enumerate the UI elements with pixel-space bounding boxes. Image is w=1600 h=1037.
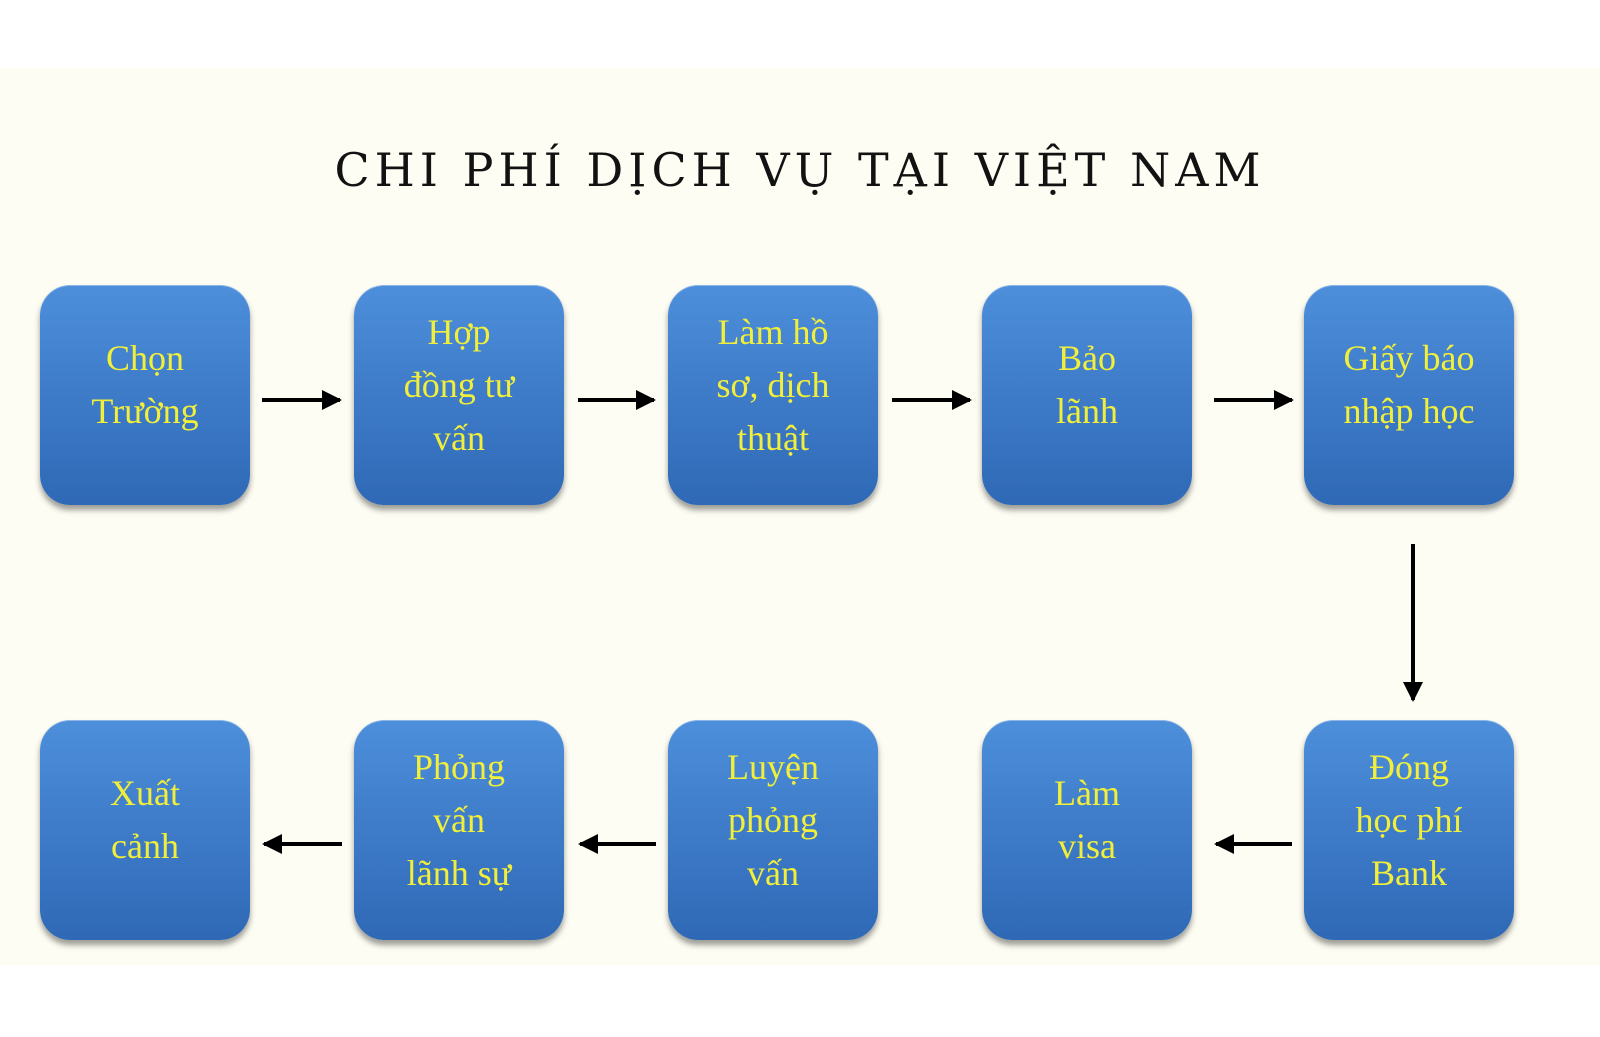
step-label: Làm hồ sơ, dịch thuật bbox=[716, 311, 830, 458]
step-consulate-interview: Phỏng vấn lãnh sự bbox=[354, 720, 564, 940]
step-label: Bảo lãnh bbox=[1056, 338, 1118, 431]
step-apply-visa: Làm visa bbox=[982, 720, 1192, 940]
step-interview-practice: Luyện phỏng vấn bbox=[668, 720, 878, 940]
step-consulting-contract: Hợp đồng tư vấn bbox=[354, 285, 564, 505]
step-departure: Xuất cảnh bbox=[40, 720, 250, 940]
step-choose-school: Chọn Trường bbox=[40, 285, 250, 505]
diagram-title: CHI PHÍ DỊCH VỤ TẠI VIỆT NAM bbox=[334, 143, 1266, 197]
step-admission-letter: Giấy báo nhập học bbox=[1304, 285, 1514, 505]
step-documents-translation: Làm hồ sơ, dịch thuật bbox=[668, 285, 878, 505]
step-label: Chọn Trường bbox=[91, 338, 199, 431]
step-label: Làm visa bbox=[1054, 773, 1120, 866]
step-label: Luyện phỏng vấn bbox=[727, 746, 819, 893]
step-label: Hợp đồng tư vấn bbox=[403, 311, 515, 458]
step-guarantee: Bảo lãnh bbox=[982, 285, 1192, 505]
step-label: Xuất cảnh bbox=[110, 773, 180, 866]
step-label: Đóng học phí Bank bbox=[1355, 746, 1463, 893]
step-pay-tuition-bank: Đóng học phí Bank bbox=[1304, 720, 1514, 940]
step-label: Giấy báo nhập học bbox=[1343, 338, 1475, 431]
step-label: Phỏng vấn lãnh sự bbox=[406, 746, 512, 893]
